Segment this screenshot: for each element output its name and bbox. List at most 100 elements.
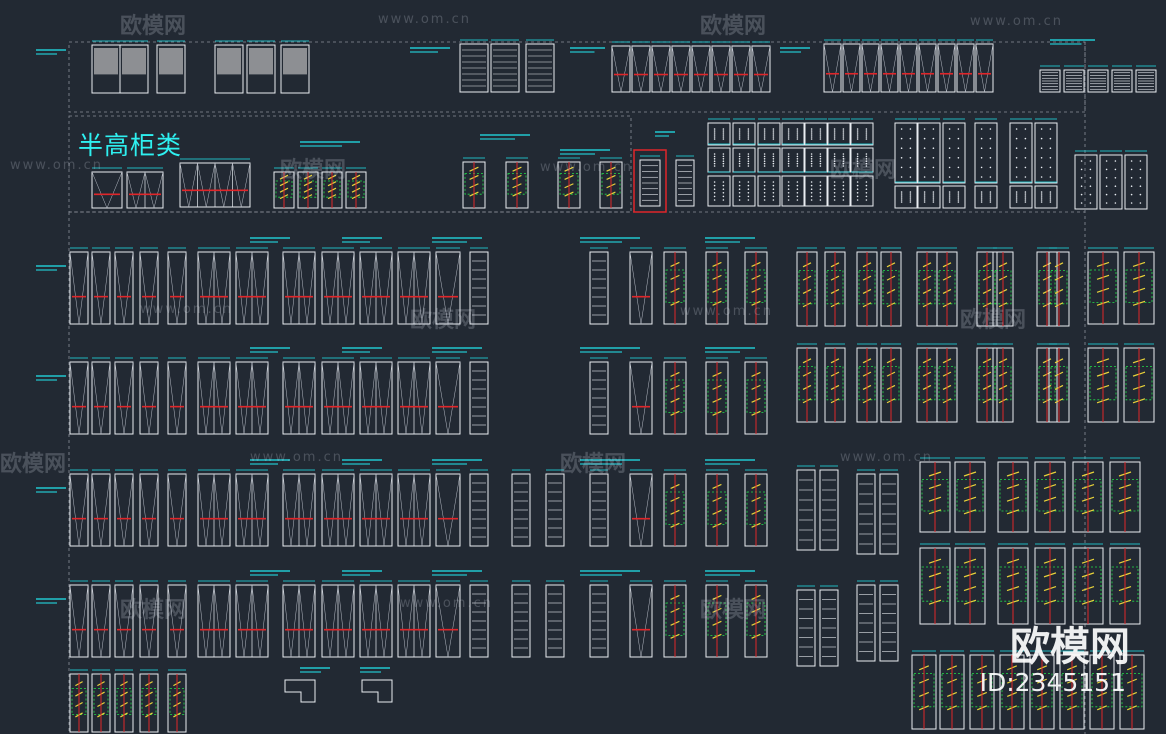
- cabinet-elevation: [179, 158, 251, 208]
- brand-id-watermark: ID:2345151: [979, 668, 1126, 697]
- cabinet-elevation: [916, 343, 938, 423]
- cabinet-elevation: [705, 247, 729, 325]
- cabinet-elevation: [69, 669, 89, 733]
- cabinet-elevation: [819, 585, 839, 667]
- cabinet-elevation: [663, 247, 687, 325]
- cabinet-elevation: [880, 343, 902, 423]
- cabinet-elevation: [321, 357, 355, 435]
- cabinet-elevation: [1109, 457, 1141, 533]
- cabinet-elevation: [545, 580, 565, 658]
- cabinet-elevation: [992, 247, 1014, 327]
- cabinet-elevation: [879, 580, 899, 662]
- cabinet-elevation: [1074, 150, 1098, 210]
- cabinet-elevation: [114, 580, 134, 658]
- cabinet-elevation: [1072, 457, 1104, 533]
- cabinet-elevation: [919, 543, 951, 625]
- cabinet-elevation: [976, 247, 998, 327]
- cabinet-elevation: [114, 669, 134, 733]
- cabinet-elevation: [751, 41, 771, 93]
- cabinet-elevation: [139, 580, 159, 658]
- cabinet-elevation: [942, 181, 966, 209]
- cabinet-elevation: [804, 118, 828, 146]
- section-title: 半高柜类: [78, 131, 183, 160]
- cabinet-elevation: [321, 469, 355, 547]
- cabinet-elevation: [91, 580, 111, 658]
- cabinet-elevation: [663, 357, 687, 435]
- brand-watermark: 欧模网: [1010, 624, 1130, 670]
- cabinet-elevation: [280, 40, 310, 94]
- cabinet-elevation: [345, 167, 367, 209]
- cabinet-elevation: [707, 118, 731, 146]
- cabinet-elevation: [705, 357, 729, 435]
- cabinet-elevation: [1036, 343, 1058, 423]
- cabinet-elevation: [282, 247, 316, 325]
- cabinet-elevation: [732, 118, 756, 146]
- cabinet-elevation: [936, 247, 958, 327]
- cabinet-elevation: [167, 669, 187, 733]
- cabinet-elevation: [1119, 650, 1145, 730]
- cabinet-elevation: [731, 41, 751, 93]
- cabinet-elevation: [297, 167, 319, 209]
- cabinet-elevation: [1034, 543, 1066, 625]
- cabinet-elevation: [974, 181, 998, 209]
- cabinet-elevation: [197, 580, 231, 658]
- cabinet-elevation: [1099, 150, 1123, 210]
- cabinet-elevation: [744, 357, 768, 435]
- cabinet-elevation: [744, 469, 768, 547]
- cabinet-elevation: [880, 247, 902, 327]
- cabinet-elevation: [850, 143, 874, 173]
- cabinet-elevation: [139, 247, 159, 325]
- cabinet-elevation: [235, 357, 269, 435]
- cabinet-elevation: [856, 343, 878, 423]
- cabinet-elevation: [757, 171, 781, 207]
- cabinet-elevation: [462, 157, 486, 209]
- cabinet-elevation: [469, 357, 489, 435]
- cabinet-elevation: [321, 580, 355, 658]
- cabinet-elevation: [757, 118, 781, 146]
- cabinet-elevation: [942, 118, 966, 184]
- cabinet-elevation: [359, 469, 393, 547]
- cabinet-elevation: [629, 247, 653, 325]
- cabinet-elevation: [359, 357, 393, 435]
- cabinet-elevation: [119, 40, 149, 94]
- cabinet-elevation: [711, 41, 731, 93]
- cabinet-elevation: [937, 39, 956, 93]
- cabinet-elevation: [1072, 543, 1104, 625]
- cabinet-elevation: [589, 247, 609, 325]
- cabinet-elevation: [1034, 118, 1058, 184]
- cabinet-elevation: [823, 39, 842, 93]
- cabinet-elevation: [1087, 343, 1119, 423]
- cabinet-elevation: [197, 469, 231, 547]
- cabinet-elevation: [69, 247, 89, 325]
- cabinet-elevation: [732, 143, 756, 173]
- cabinet-elevation: [917, 118, 941, 184]
- cabinet-elevation: [126, 167, 164, 209]
- cabinet-elevation: [511, 580, 531, 658]
- cabinet-elevation: [435, 357, 461, 435]
- cabinet-elevation: [490, 39, 520, 93]
- cabinet-elevation: [1048, 343, 1070, 423]
- cabinet-elevation: [954, 543, 986, 625]
- cabinet-elevation: [321, 167, 343, 209]
- cabinet-elevation: [435, 469, 461, 547]
- cabinet-elevation: [757, 143, 781, 173]
- cabinet-elevation: [139, 469, 159, 547]
- cabinet-elevation: [819, 465, 839, 551]
- cabinet-elevation: [1034, 457, 1066, 533]
- cabinet-elevation: [167, 247, 187, 325]
- cabinet-elevation: [975, 39, 994, 93]
- cabinet-elevation: [663, 580, 687, 658]
- cabinet-elevation: [197, 247, 231, 325]
- cabinet-elevation: [167, 580, 187, 658]
- cabinet-elevation: [732, 171, 756, 207]
- cabinet-elevation: [91, 40, 121, 94]
- cabinet-elevation: [1039, 65, 1061, 93]
- cabinet-elevation: [671, 41, 691, 93]
- cabinet-elevation: [744, 247, 768, 325]
- cabinet-elevation: [359, 247, 393, 325]
- cabinet-elevation: [139, 357, 159, 435]
- cabinet-elevation: [282, 357, 316, 435]
- cabinet-elevation: [599, 157, 623, 209]
- cabinet-elevation: [69, 469, 89, 547]
